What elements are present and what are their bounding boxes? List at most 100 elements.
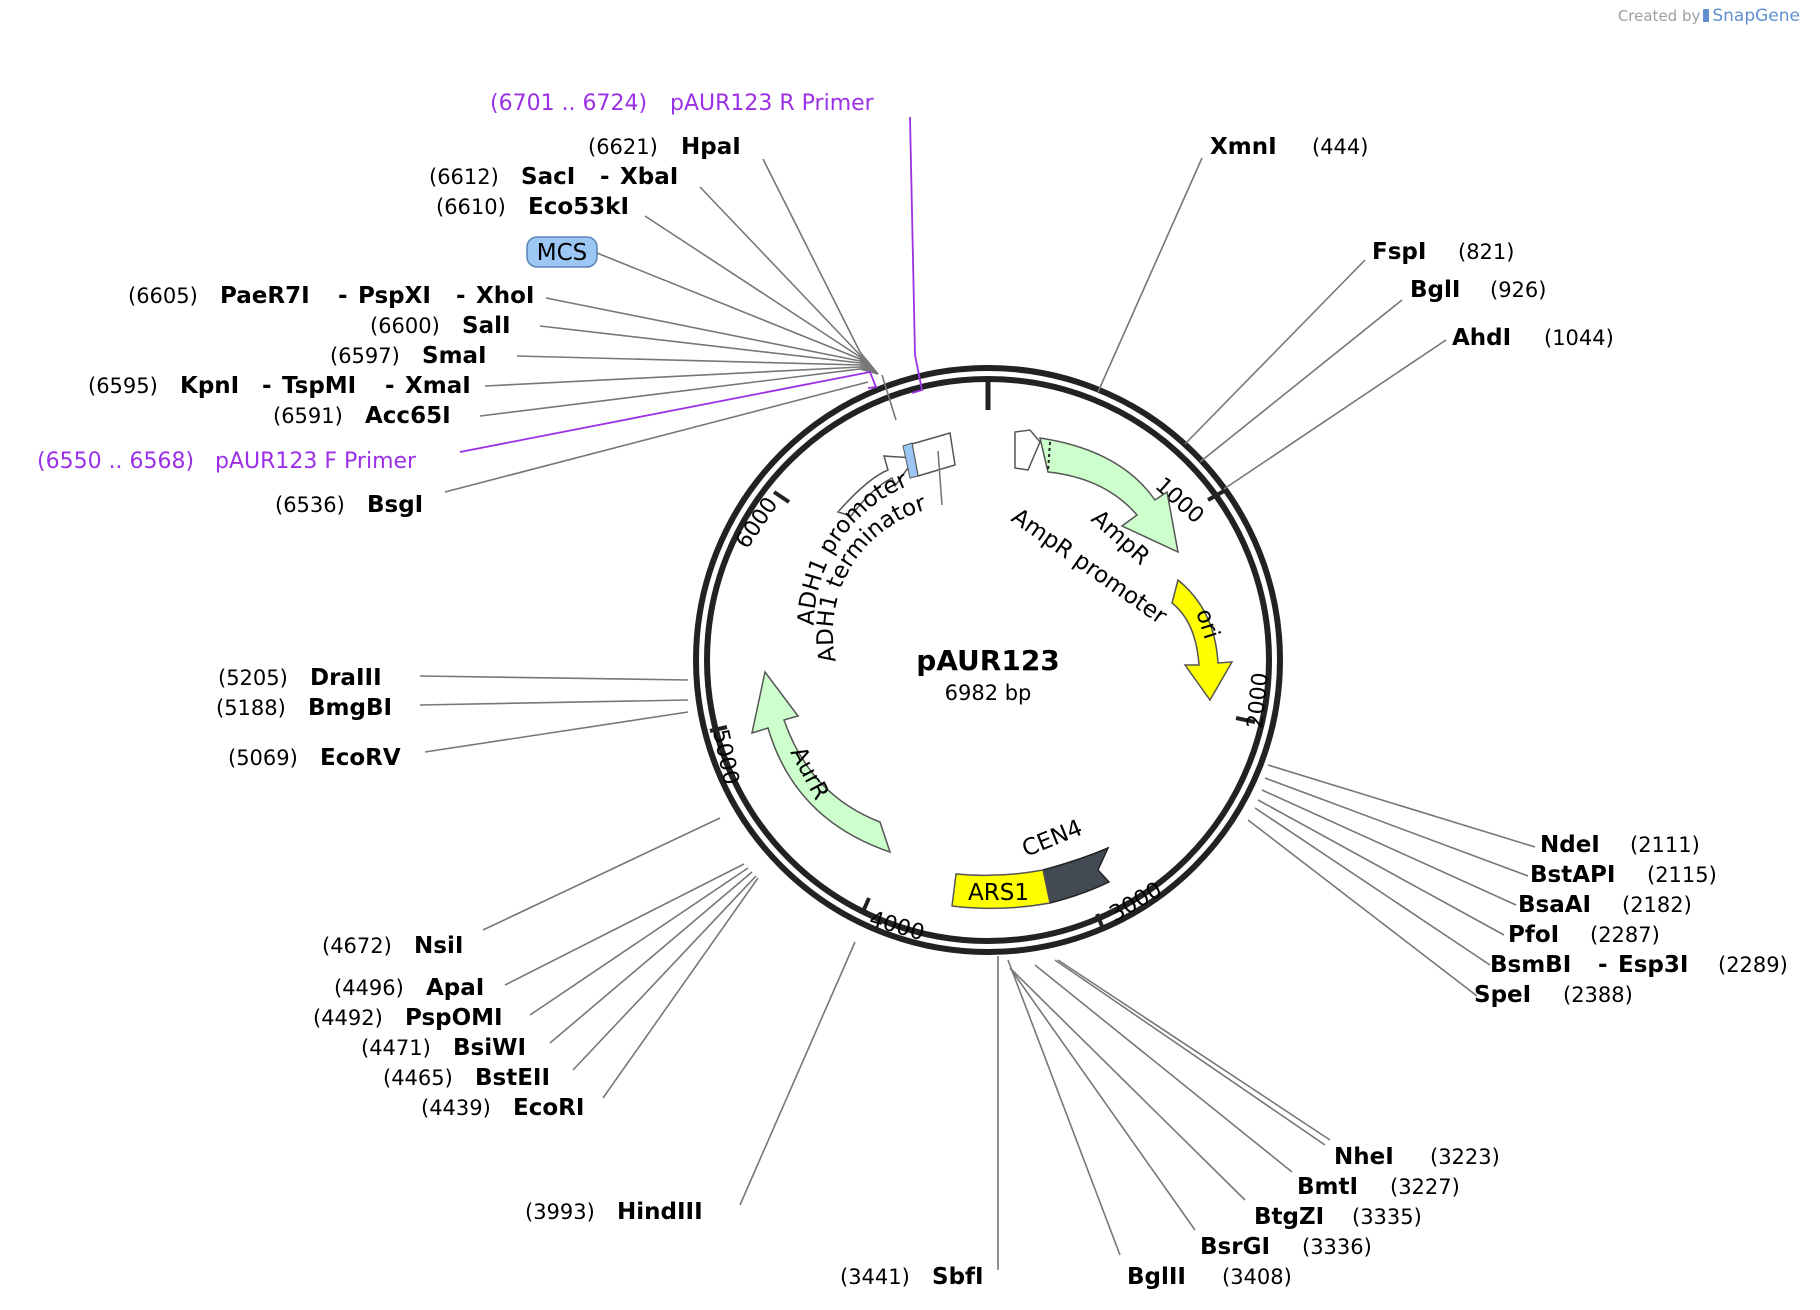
svg-text:-: - xyxy=(338,283,348,309)
snapgene-credit: Created by SnapGene xyxy=(1618,6,1800,26)
ampr-arrow xyxy=(1039,437,1179,554)
site-bsteii: (4465) BstEII xyxy=(383,1065,550,1091)
site-fspi: FspI (821) xyxy=(1372,239,1514,265)
mcs-mark xyxy=(902,442,919,479)
site-bsmbi-esp3i: BsmBI - Esp3I (2289) xyxy=(1490,952,1788,978)
site-draiii: (5205) DraIII xyxy=(218,665,382,691)
svg-text:KpnI: KpnI xyxy=(180,373,239,399)
svg-text:(6597): (6597) xyxy=(330,344,400,368)
svg-text:(3336): (3336) xyxy=(1302,1235,1372,1259)
tick-6000 xyxy=(772,490,791,504)
svg-text:(6591): (6591) xyxy=(273,404,343,428)
primer-leaders xyxy=(459,116,924,453)
ampr-boundary xyxy=(1047,441,1051,473)
site-spei: SpeI (2388) xyxy=(1474,982,1633,1008)
svg-text:(444): (444) xyxy=(1312,135,1368,159)
primer-r-name: pAUR123 R Primer xyxy=(670,91,875,116)
plasmid-name: pAUR123 xyxy=(916,644,1060,677)
svg-text:(6612): (6612) xyxy=(429,165,499,189)
svg-text:(2287): (2287) xyxy=(1590,923,1660,947)
site-sbfi: (3441) SbfI xyxy=(840,1264,984,1290)
snapgene-logo-icon xyxy=(1703,9,1710,22)
ampr-promoter-arrow xyxy=(1014,429,1041,471)
tick-2000 xyxy=(1235,716,1256,724)
site-paer7i-pspxi-xhoi: (6605) PaeR7I - PspXI - XhoI xyxy=(128,283,534,309)
site-bglii: BglII (3408) xyxy=(1127,1264,1292,1290)
svg-text:BsiWI: BsiWI xyxy=(453,1035,526,1061)
credit-prefix: Created by xyxy=(1617,7,1701,25)
svg-text:(821): (821) xyxy=(1458,240,1514,264)
tick-label-5000: 5000 xyxy=(707,727,743,787)
svg-text:BmtI: BmtI xyxy=(1297,1174,1358,1200)
svg-text:(3335): (3335) xyxy=(1352,1205,1422,1229)
svg-text:(4492): (4492) xyxy=(313,1006,383,1030)
mcs-label: MCS xyxy=(537,240,588,266)
svg-text:BsgI: BsgI xyxy=(367,492,423,518)
site-eco53ki: (6610) Eco53kI xyxy=(436,194,629,220)
tick-label-2000: 2000 xyxy=(1243,671,1274,729)
svg-text:(5188): (5188) xyxy=(216,696,286,720)
svg-text:(2289): (2289) xyxy=(1718,953,1788,977)
svg-text:SbfI: SbfI xyxy=(932,1264,984,1290)
site-nhei: NheI (3223) xyxy=(1334,1144,1500,1170)
mcs-pill: MCS xyxy=(526,236,598,268)
svg-text:XmaI: XmaI xyxy=(405,373,471,399)
svg-text:BtgZI: BtgZI xyxy=(1254,1204,1324,1230)
site-xmni: XmnI (444) xyxy=(1210,134,1368,160)
site-smai: (6597) SmaI xyxy=(330,343,487,369)
primer-f-range: (6550 .. 6568) xyxy=(37,449,194,474)
site-kpni-tspmi-xmai: (6595) KpnI - TspMI - XmaI xyxy=(88,373,471,399)
site-ecori: (4439) EcoRI xyxy=(421,1095,584,1121)
ruler-ticks xyxy=(709,489,1256,932)
svg-text:BmgBI: BmgBI xyxy=(308,695,392,721)
site-ecorv: (5069) EcoRV xyxy=(228,745,401,771)
site-btgzi: BtgZI (3335) xyxy=(1254,1204,1422,1230)
svg-text:(3227): (3227) xyxy=(1390,1175,1460,1199)
svg-text:(2111): (2111) xyxy=(1630,833,1700,857)
svg-text:(4439): (4439) xyxy=(421,1096,491,1120)
backbone-inner-strand xyxy=(704,376,1272,944)
svg-text:SalI: SalI xyxy=(462,313,511,339)
aurr-arrow xyxy=(750,670,892,854)
site-nsii: (4672) NsiI xyxy=(322,933,463,959)
svg-text:(2388): (2388) xyxy=(1563,983,1633,1007)
site-bmgbi: (5188) BmgBI xyxy=(216,695,392,721)
svg-text:BstEII: BstEII xyxy=(475,1065,550,1091)
svg-text:(2182): (2182) xyxy=(1622,893,1692,917)
cen4-label: CEN4 xyxy=(1019,815,1087,862)
svg-text:(4672): (4672) xyxy=(322,934,392,958)
site-bsaai: BsaAI (2182) xyxy=(1518,892,1692,918)
svg-text:(6610): (6610) xyxy=(436,195,506,219)
site-bmti: BmtI (3227) xyxy=(1297,1174,1460,1200)
site-sali: (6600) SalI xyxy=(370,313,511,339)
site-leaders xyxy=(419,157,1536,1270)
svg-text:(3441): (3441) xyxy=(840,1265,910,1289)
svg-text:PspOMI: PspOMI xyxy=(405,1005,503,1031)
site-hpai: (6621) HpaI xyxy=(588,134,741,160)
site-bsrgi: BsrGI (3336) xyxy=(1200,1234,1372,1260)
svg-text:BglI: BglI xyxy=(1410,277,1460,303)
primer-r-label: (6701 .. 6724) pAUR123 R Primer xyxy=(490,91,875,116)
svg-text:XbaI: XbaI xyxy=(620,164,678,190)
svg-text:(4496): (4496) xyxy=(334,976,404,1000)
svg-text:-: - xyxy=(1598,952,1608,978)
primer-f-name: pAUR123 F Primer xyxy=(215,449,417,474)
tick-4000 xyxy=(860,897,871,915)
svg-text:(6600): (6600) xyxy=(370,314,440,338)
site-bsgi: (6536) BsgI xyxy=(275,492,423,518)
ars1-label: ARS1 xyxy=(968,880,1029,906)
svg-text:PfoI: PfoI xyxy=(1508,922,1559,948)
site-bstapi: BstAPI (2115) xyxy=(1530,862,1717,888)
svg-text:SacI: SacI xyxy=(521,164,575,190)
svg-text:XhoI: XhoI xyxy=(476,283,534,309)
primer-r-range: (6701 .. 6724) xyxy=(490,91,647,116)
ars1-block xyxy=(951,869,1051,910)
credit-brand: SnapGene xyxy=(1712,6,1800,26)
adh1-terminator-block xyxy=(911,432,956,477)
svg-text:BglII: BglII xyxy=(1127,1264,1186,1290)
site-labels-right: BglII (3408) BsrGI (3336) BtgZI (3335) B… xyxy=(1127,134,1788,1290)
adh1-terminator-label: ADH1 terminator xyxy=(813,490,930,664)
svg-text:BsrGI: BsrGI xyxy=(1200,1234,1270,1260)
svg-text:(5069): (5069) xyxy=(228,746,298,770)
